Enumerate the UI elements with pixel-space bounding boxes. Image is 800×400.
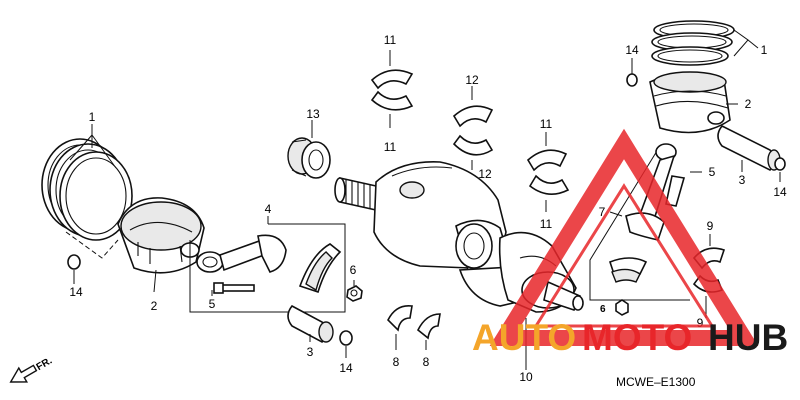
callout-bearing-9a: 9 — [707, 219, 714, 233]
circlip-bottom — [339, 330, 353, 346]
piston-ring-set-left — [41, 138, 133, 241]
callout-ring-set-right: 1 — [761, 43, 768, 57]
callout-bearing-12-b: 12 — [478, 167, 492, 181]
front-direction-marker: FR. — [9, 355, 55, 383]
callout-bearing-11-c: 11 — [540, 117, 553, 131]
piston-left — [117, 197, 205, 274]
bearing-8a — [387, 304, 413, 332]
piston-ring-set-right — [651, 20, 735, 66]
piston-pin-left — [287, 304, 334, 344]
callout-bearing-8a: 8 — [393, 355, 400, 369]
callout-bearing-11-d: 11 — [540, 217, 553, 231]
callout-nut-right: 6 — [600, 304, 606, 315]
callout-clip-right-top: 14 — [625, 43, 639, 57]
callout-bearing-11-b: 11 — [384, 140, 397, 154]
bearing-11-mid-lower — [528, 174, 570, 195]
callout-bearing-9b: 9 — [697, 316, 704, 330]
watermark-text-moto: MOTO — [582, 317, 692, 358]
callout-clip-bottom: 14 — [339, 361, 353, 375]
piston-pin-right — [717, 124, 781, 172]
callout-bearing-11-a: 11 — [384, 33, 397, 47]
bearing-11-top-upper — [370, 69, 414, 90]
callout-pin-left: 3 — [307, 345, 314, 359]
nut-left — [346, 285, 363, 302]
callout-crankshaft: 10 — [519, 370, 533, 384]
watermark-text-hub: HUB — [708, 317, 788, 358]
conrod-cap-left — [298, 243, 342, 294]
bearing-11-mid-upper — [526, 149, 568, 172]
callout-bolt-left: 5 — [209, 297, 216, 311]
callout-conrod-assy: 4 — [265, 202, 272, 216]
bearing-11-top-lower — [370, 90, 414, 111]
conrod-cap-right — [609, 257, 648, 283]
bearing-12-lower — [452, 134, 494, 156]
front-marker-label: FR. — [35, 355, 55, 373]
bearing-8b — [416, 313, 441, 340]
callout-piston-right: 2 — [745, 97, 752, 111]
callout-bearing-12-a: 12 — [465, 73, 479, 87]
callout-bearing-8b: 8 — [423, 355, 430, 369]
callout-clip-right-pin: 14 — [773, 185, 787, 199]
conrod-bolt-left — [213, 282, 255, 294]
conrod-left — [196, 234, 287, 273]
callout-conrod-right: 7 — [599, 205, 606, 219]
diagram-code: MCWE–E1300 — [616, 375, 696, 389]
callout-bolt-right: 5 — [709, 165, 716, 179]
bearing-12-upper — [452, 105, 494, 128]
circlip-right-top — [626, 73, 638, 87]
nut-right — [615, 299, 629, 316]
callout-gear: 13 — [306, 107, 320, 121]
gear-13 — [287, 137, 331, 179]
watermark-logo — [489, 128, 759, 346]
circlip-left — [67, 254, 81, 270]
watermark-text-auto: AUTO — [472, 317, 576, 358]
piston-right — [649, 71, 731, 134]
callout-pin-right: 3 — [739, 173, 746, 187]
callout-ring-set-left: 1 — [89, 110, 96, 124]
watermark-text: AUTO MOTO HUB — [472, 317, 788, 358]
callout-piston-left: 2 — [151, 299, 158, 313]
circlip-right-pin — [774, 157, 786, 171]
callout-nut-left: 6 — [350, 263, 357, 277]
callout-clip-left: 14 — [69, 285, 83, 299]
